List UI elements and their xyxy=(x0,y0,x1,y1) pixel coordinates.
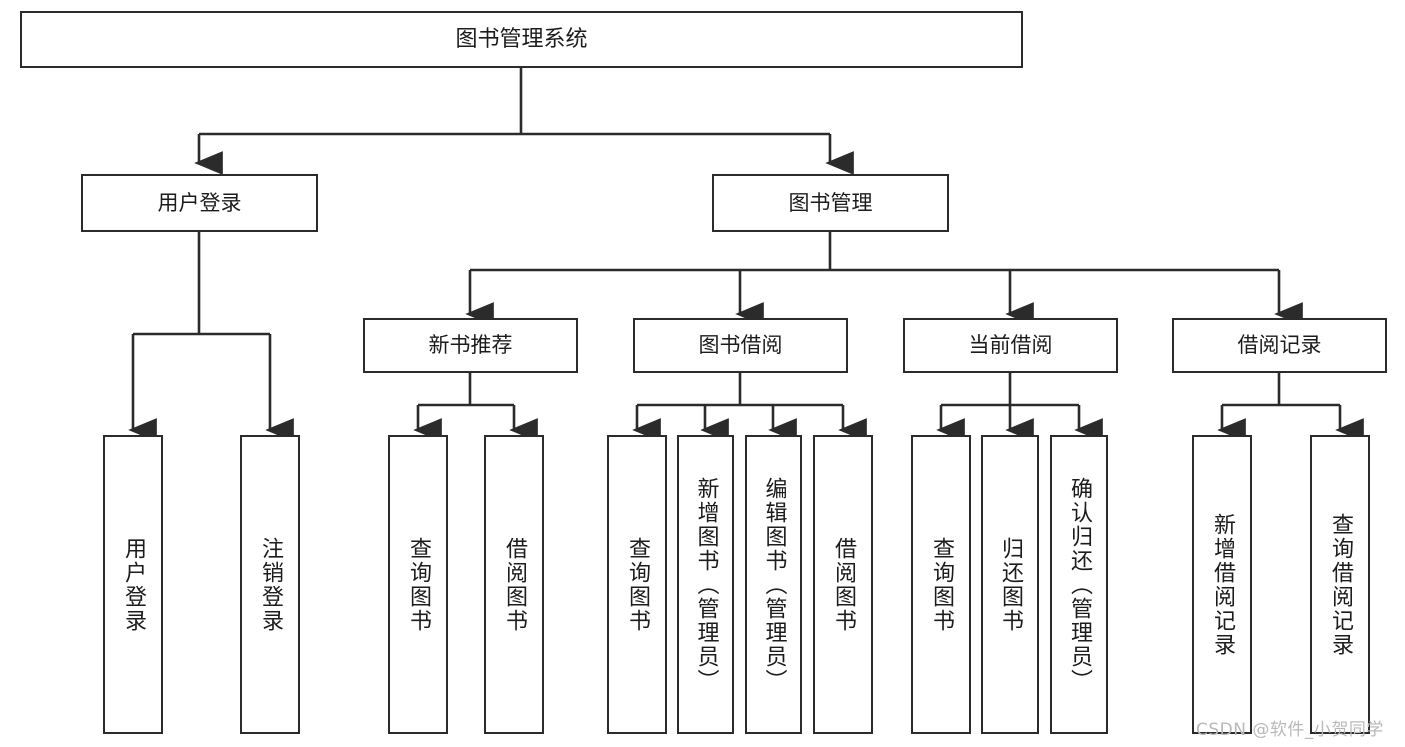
leaf-book-borrow-lend-label: 借阅图书 xyxy=(831,536,856,633)
node-borrow-record[interactable]: 借阅记录 xyxy=(1172,318,1387,373)
leaf-book-borrow-add-label: 新增图书（管理员） xyxy=(693,476,719,693)
leaf-current-borrow-query-label: 查询图书 xyxy=(929,536,954,633)
node-book-borrow-label: 图书借阅 xyxy=(698,333,783,358)
leaf-borrow-record-query-label: 查询借阅记录 xyxy=(1328,512,1353,657)
leaf-borrow-record-add-label: 新增借阅记录 xyxy=(1210,512,1235,657)
leaf-user-login-signin[interactable]: 用户登录 xyxy=(103,435,163,734)
node-root-label: 图书管理系统 xyxy=(455,26,588,52)
leaf-current-borrow-return[interactable]: 归还图书 xyxy=(981,435,1039,734)
leaf-new-book-query-label: 查询图书 xyxy=(406,536,431,633)
node-new-book-recommend-label: 新书推荐 xyxy=(428,333,513,358)
leaf-new-book-query[interactable]: 查询图书 xyxy=(388,435,448,734)
leaf-user-login-signout-label: 注销登录 xyxy=(258,536,283,633)
node-book-management-label: 图书管理 xyxy=(788,190,873,215)
leaf-current-borrow-confirm-label: 确认归还（管理员） xyxy=(1067,476,1092,693)
node-book-borrow[interactable]: 图书借阅 xyxy=(633,318,848,373)
leaf-current-borrow-confirm[interactable]: 确认归还（管理员） xyxy=(1050,435,1108,734)
node-current-borrow[interactable]: 当前借阅 xyxy=(903,318,1118,373)
leaf-new-book-borrow-label: 借阅图书 xyxy=(502,536,527,633)
leaf-current-borrow-query[interactable]: 查询图书 xyxy=(911,435,971,734)
leaf-book-borrow-query[interactable]: 查询图书 xyxy=(607,435,667,734)
node-current-borrow-label: 当前借阅 xyxy=(968,333,1053,358)
csdn-watermark: CSDN @软件_小贺同学 xyxy=(1196,720,1384,740)
leaf-user-login-signin-label: 用户登录 xyxy=(121,536,146,633)
leaf-borrow-record-query[interactable]: 查询借阅记录 xyxy=(1310,435,1370,734)
leaf-borrow-record-add[interactable]: 新增借阅记录 xyxy=(1192,435,1252,734)
node-borrow-record-label: 借阅记录 xyxy=(1237,333,1322,358)
leaf-new-book-borrow[interactable]: 借阅图书 xyxy=(484,435,544,734)
node-user-login-label: 用户登录 xyxy=(157,190,242,215)
leaf-user-login-signout[interactable]: 注销登录 xyxy=(240,435,300,734)
leaf-book-borrow-edit-label: 编辑图书（管理员） xyxy=(761,476,787,693)
leaf-book-borrow-edit[interactable]: 编辑图书（管理员） xyxy=(745,435,802,734)
leaf-book-borrow-query-label: 查询图书 xyxy=(625,536,650,633)
leaf-current-borrow-return-label: 归还图书 xyxy=(998,536,1023,633)
node-book-management[interactable]: 图书管理 xyxy=(712,174,949,232)
node-root[interactable]: 图书管理系统 xyxy=(20,11,1023,68)
leaf-book-borrow-lend[interactable]: 借阅图书 xyxy=(813,435,873,734)
node-user-login[interactable]: 用户登录 xyxy=(81,174,318,232)
node-new-book-recommend[interactable]: 新书推荐 xyxy=(363,318,578,373)
leaf-book-borrow-add[interactable]: 新增图书（管理员） xyxy=(677,435,734,734)
